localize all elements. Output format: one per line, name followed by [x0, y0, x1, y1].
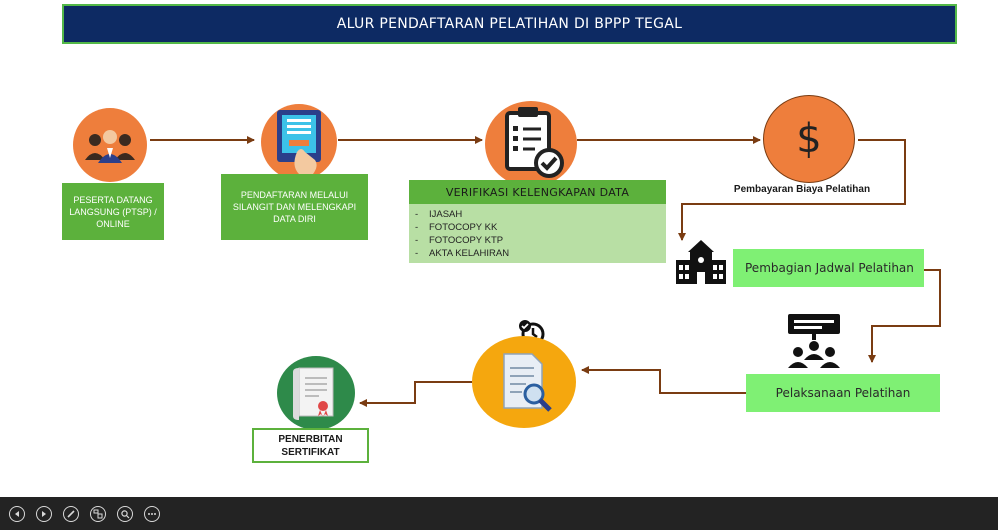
- verifikasi-item: -AKTA KELAHIRAN: [415, 248, 510, 259]
- more-icon[interactable]: [144, 506, 160, 522]
- presentation-group-icon: [786, 312, 842, 370]
- step-pelaksanaan: Pelaksanaan Pelatihan: [746, 374, 940, 412]
- step-jadwal: Pembagian Jadwal Pelatihan: [733, 249, 924, 287]
- previous-icon[interactable]: [9, 506, 25, 522]
- registration-tablet-icon: [261, 104, 337, 180]
- people-icon: [73, 108, 147, 182]
- step-peserta: PESERTA DATANG LANGSUNG (PTSP) / ONLINE: [62, 183, 164, 240]
- school-building-icon: [674, 238, 728, 284]
- pen-icon[interactable]: [63, 506, 79, 522]
- arrow-7: [359, 381, 472, 407]
- page-title: ALUR PENDAFTARAN PELATIHAN DI BPPP TEGAL: [62, 4, 957, 44]
- verifikasi-list: -IJASAH -FOTOCOPY KK -FOTOCOPY KTP -AKTA…: [409, 204, 666, 263]
- step-pendaftaran: PENDAFTARAN MELALUI SILANGIT DAN MELENGK…: [221, 174, 368, 240]
- arrow-5: [868, 269, 941, 363]
- arrow-4: [678, 139, 906, 241]
- verifikasi-title: VERIFIKASI KELENGKAPAN DATA: [409, 180, 666, 204]
- presentation-toolbar: [0, 497, 998, 530]
- verifikasi-item: -IJASAH: [415, 209, 463, 220]
- dollar-icon: $: [763, 95, 855, 183]
- verifikasi-item: -FOTOCOPY KTP: [415, 235, 504, 246]
- next-icon[interactable]: [36, 506, 52, 522]
- certificate-icon: [277, 356, 355, 430]
- zoom-icon[interactable]: [117, 506, 133, 522]
- arrow-6: [581, 366, 746, 394]
- step-sertifikat: PENERBITAN SERTIFIKAT: [252, 428, 369, 463]
- document-search-icon: [472, 336, 576, 428]
- sertifikat-line-2: SERTIFIKAT: [281, 446, 340, 458]
- verifikasi-item: -FOTOCOPY KK: [415, 222, 498, 233]
- clipboard-check-icon: [485, 101, 577, 187]
- step-pembayaran: Pembayaran Biaya Pelatihan: [733, 184, 871, 195]
- sertifikat-line-1: PENERBITAN: [278, 433, 343, 445]
- slides-icon[interactable]: [90, 506, 106, 522]
